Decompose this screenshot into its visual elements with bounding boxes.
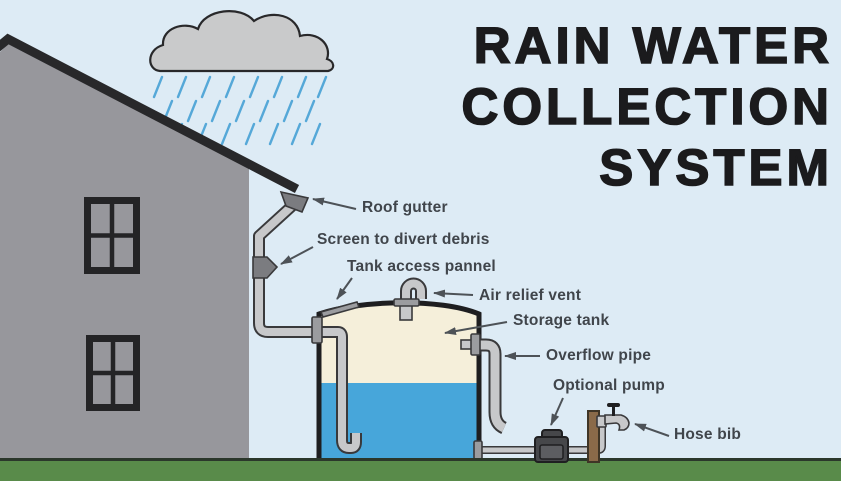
debris-screen-graphic — [252, 256, 279, 279]
label-debris-screen: Screen to divert debris — [317, 231, 490, 248]
arrow-storage-tank — [444, 321, 508, 336]
label-hose-bib: Hose bib — [674, 426, 742, 443]
window-upper — [84, 197, 140, 274]
overflow-pipe-graphic — [460, 333, 508, 434]
ground-graphic — [0, 458, 841, 481]
title-line-3: SYSTEM — [598, 138, 833, 197]
tank-access-panel-graphic — [319, 301, 361, 318]
label-overflow-pipe: Overflow pipe — [546, 347, 652, 364]
label-storage-tank: Storage tank — [513, 312, 610, 329]
rain-lines — [152, 75, 328, 146]
label-arrows — [280, 197, 670, 437]
air-relief-vent-graphic — [393, 277, 427, 321]
pump-graphic — [534, 429, 569, 463]
label-tank-access: Tank access pannel — [347, 258, 496, 275]
roof-gutter-graphic — [279, 190, 310, 214]
arrow-hose-bib — [634, 423, 670, 437]
arrow-optional-pump — [550, 397, 564, 426]
label-optional-pump: Optional pump — [553, 377, 665, 394]
house-graphic — [0, 33, 300, 459]
label-air-relief: Air relief vent — [479, 287, 582, 304]
hose-bib-graphic — [596, 403, 630, 431]
window-lower — [86, 335, 140, 411]
arrow-debris-screen — [280, 246, 314, 265]
storm-cloud-graphic — [149, 10, 335, 73]
title-line-2: COLLECTION — [461, 77, 833, 136]
title-line-1: RAIN WATER — [473, 16, 833, 75]
arrow-air-relief — [433, 289, 474, 298]
wooden-post-graphic — [587, 410, 600, 463]
page-title: RAIN WATER COLLECTION SYSTEM — [461, 15, 833, 198]
arrow-tank-access — [336, 277, 353, 300]
downspout-pipe-graphic — [253, 200, 362, 454]
roof-edge — [0, 33, 300, 193]
inlet-fitting — [311, 316, 323, 344]
label-roof-gutter: Roof gutter — [362, 199, 448, 216]
arrow-roof-gutter — [312, 197, 357, 210]
